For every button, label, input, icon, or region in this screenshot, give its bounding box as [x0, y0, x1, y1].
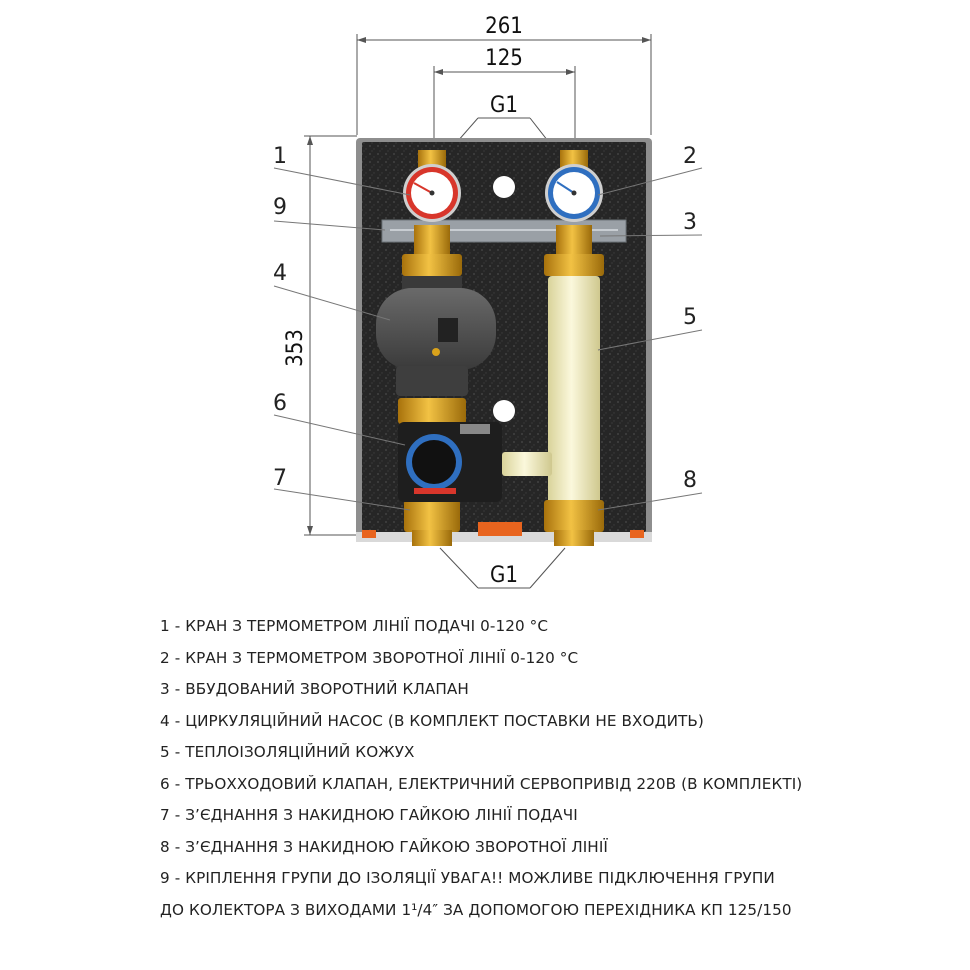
legend-item-1: 1 - КРАН З ТЕРМОМЕТРОМ ЛІНІЇ ПОДАЧІ 0-12… — [160, 617, 549, 635]
dim-width-total: 261 — [485, 14, 523, 39]
dim-height: 353 — [283, 329, 308, 367]
dim-width-connections: 125 — [485, 46, 523, 71]
dimension-arrows — [307, 37, 651, 535]
callout-2: 2 — [683, 144, 697, 169]
return-thermometer — [545, 164, 603, 222]
callout-7: 7 — [273, 466, 287, 491]
dim-thread-bottom: G1 — [490, 563, 518, 588]
legend-item-7: 7 - З’ЄДНАННЯ З НАКИДНОЮ ГАЙКОЮ ЛІНІЇ ПО… — [160, 806, 578, 824]
three-way-valve — [398, 422, 502, 502]
dimension-lines — [304, 34, 652, 589]
supply-thermometer — [403, 164, 461, 222]
callout-3: 3 — [683, 210, 697, 235]
callout-6: 6 — [273, 391, 287, 416]
legend-item-9: 9 - КРІПЛЕННЯ ГРУПИ ДО ІЗОЛЯЦІЇ УВАГА!! … — [160, 869, 775, 887]
legend-item-4: 4 - ЦИРКУЛЯЦІЙНИЙ НАСОС (В КОМПЛЕКТ ПОСТ… — [160, 711, 704, 730]
legend-item-5: 5 - ТЕПЛОІЗОЛЯЦІЙНИЙ КОЖУХ — [160, 743, 415, 761]
callout-4: 4 — [273, 261, 287, 286]
legend: 1 - КРАН З ТЕРМОМЕТРОМ ЛІНІЇ ПОДАЧІ 0-12… — [160, 611, 900, 926]
circulation-pump — [376, 276, 496, 396]
mounting-hole-top — [493, 176, 515, 198]
callout-9: 9 — [273, 195, 287, 220]
legend-item-8: 8 - З’ЄДНАННЯ З НАКИДНОЮ ГАЙКОЮ ЗВОРОТНО… — [160, 837, 608, 856]
legend-item-9-continued: ДО КОЛЕКТОРА З ВИХОДАМИ 1¹/4″ ЗА ДОПОМОГ… — [160, 900, 792, 919]
pump-group-diagram: 261 125 G1 353 G1 — [273, 14, 703, 589]
mounting-hole-middle — [493, 400, 515, 422]
callout-leaders — [273, 167, 703, 511]
legend-item-3: 3 - ВБУДОВАНИЙ ЗВОРОТНИЙ КЛАПАН — [160, 680, 469, 698]
return-line — [502, 150, 604, 546]
legend-item-6: 6 - ТРЬОХХОДОВИЙ КЛАПАН, ЕЛЕКТРИЧНИЙ СЕР… — [160, 774, 803, 793]
supply-line — [398, 150, 466, 546]
dim-thread-top: G1 — [490, 93, 518, 118]
legend-item-2: 2 - КРАН З ТЕРМОМЕТРОМ ЗВОРОТНОЇ ЛІНІЇ 0… — [160, 648, 579, 667]
callout-5: 5 — [683, 305, 697, 330]
callout-8: 8 — [683, 468, 697, 493]
callout-1: 1 — [273, 144, 287, 169]
